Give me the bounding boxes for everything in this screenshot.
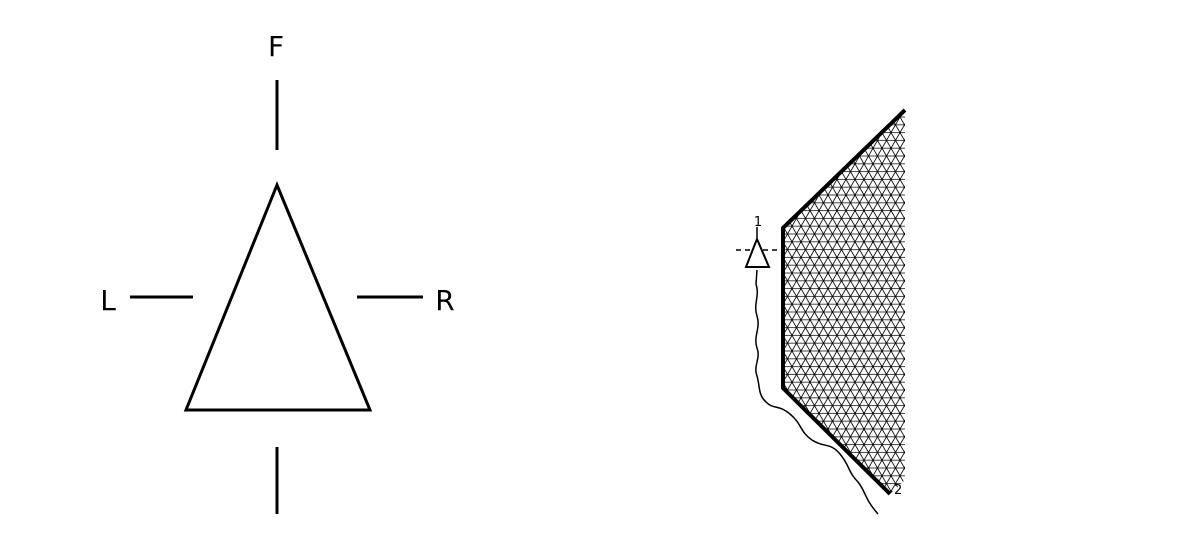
right-label: R — [435, 284, 454, 317]
wall-hatched-region — [783, 110, 905, 494]
start-marker-label: 1 — [754, 215, 762, 230]
orientation-key: F L R — [100, 30, 455, 514]
left-label: L — [100, 284, 116, 317]
end-marker-label: 2 — [894, 483, 902, 498]
agent-marker-triangle — [744, 236, 771, 268]
agent-triangle — [183, 181, 373, 412]
agent-path — [754, 269, 879, 515]
front-label: F — [268, 30, 284, 63]
wall-scene: 1 2 — [736, 108, 907, 515]
wall-edge — [781, 108, 907, 496]
